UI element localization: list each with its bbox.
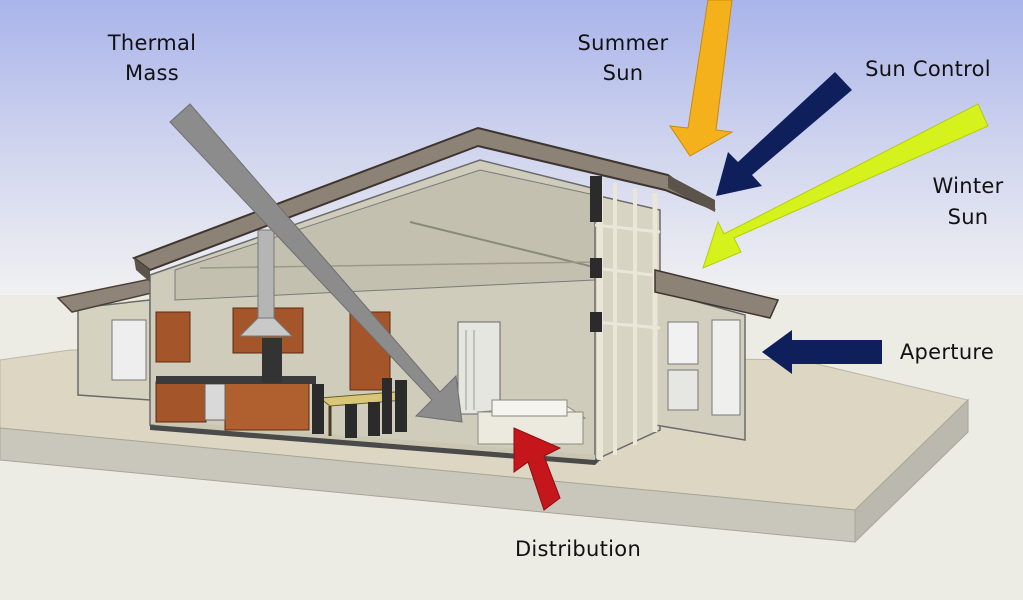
- thermal-mass-label-line2: Mass: [125, 61, 179, 85]
- sun-control-label: Sun Control: [865, 57, 991, 81]
- thermal-mass-label-line1: Thermal: [107, 31, 197, 55]
- winter-sun-label-line2: Sun: [948, 205, 989, 229]
- aperture-label: Aperture: [900, 340, 994, 364]
- summer-sun-arrow: [668, 0, 734, 157]
- distribution-label: Distribution: [515, 537, 641, 561]
- summer-sun-label-line1: Summer: [578, 31, 669, 55]
- winter-sun-label-line1: Winter: [932, 174, 1003, 198]
- house-cutaway: [56, 126, 780, 465]
- aperture-arrow: [762, 330, 882, 374]
- thermal-mass-arrow: [169, 103, 463, 423]
- distribution-arrow: [513, 427, 562, 511]
- sun-control-arrow: [716, 72, 852, 196]
- summer-sun-label-line2: Sun: [603, 61, 644, 85]
- winter-sun-arrow: [702, 103, 989, 269]
